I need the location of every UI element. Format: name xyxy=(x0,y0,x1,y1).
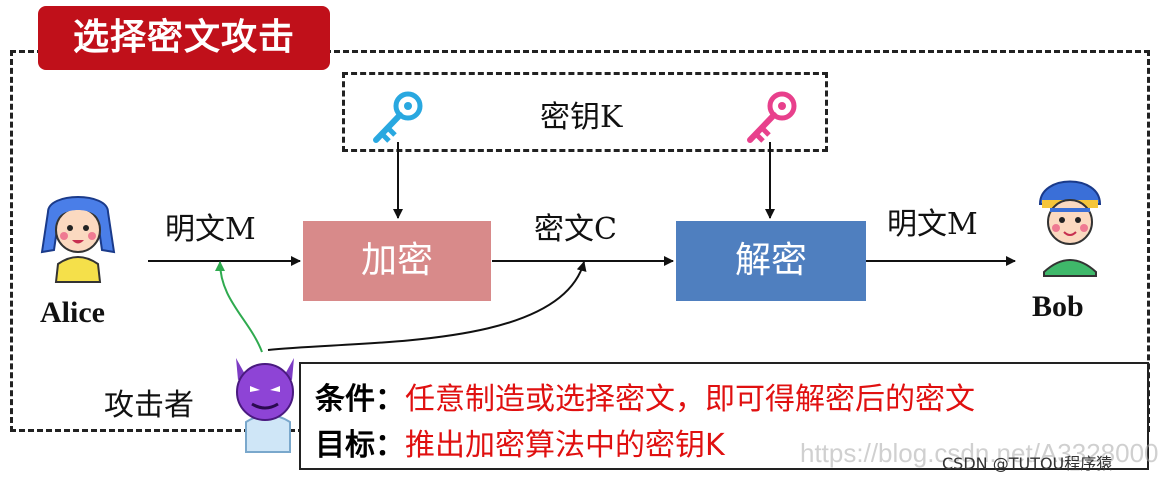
condition-key: 条件： xyxy=(315,382,405,417)
condition-value: 任意制造或选择密文，即可得解密后的密文 xyxy=(405,382,975,417)
sender-name: Alice xyxy=(40,296,105,329)
credit-label: CSDN @TUTOU程序猿 xyxy=(942,454,1113,473)
ciphertext-label: 密文C xyxy=(534,212,617,247)
goal-value: 推出加密算法中的密钥K xyxy=(405,428,725,463)
key-icon-blue xyxy=(373,91,423,143)
receiver-name: Bob xyxy=(1032,290,1084,323)
attacker-to-plaintext-curve xyxy=(215,261,263,353)
key-label: 密钥K xyxy=(540,100,623,135)
boy-avatar-icon xyxy=(1038,180,1102,277)
girl-avatar-icon xyxy=(40,196,116,283)
goal-key: 目标： xyxy=(315,428,405,463)
key-icon-pink xyxy=(747,91,797,143)
decrypt-box: 解密 xyxy=(676,221,866,301)
condition-line: 条件：任意制造或选择密文，即可得解密后的密文 xyxy=(315,374,975,418)
goal-line: 目标：推出加密算法中的密钥K xyxy=(315,420,725,464)
plaintext-out-label: 明文M xyxy=(887,207,978,242)
condition-panel: 条件：任意制造或选择密文，即可得解密后的密文 目标：推出加密算法中的密钥K xyxy=(299,362,1149,470)
plaintext-in-label: 明文M xyxy=(165,212,256,247)
devil-attacker-icon xyxy=(236,358,294,453)
attacker-label: 攻击者 xyxy=(104,388,194,423)
attacker-to-ciphertext-curve xyxy=(267,261,587,351)
key-frame xyxy=(342,72,828,152)
watermark: https://blog.csdn.net/A3328000 xyxy=(800,438,1159,468)
title-badge: 选择密文攻击 xyxy=(38,6,330,70)
encrypt-box: 加密 xyxy=(303,221,491,301)
